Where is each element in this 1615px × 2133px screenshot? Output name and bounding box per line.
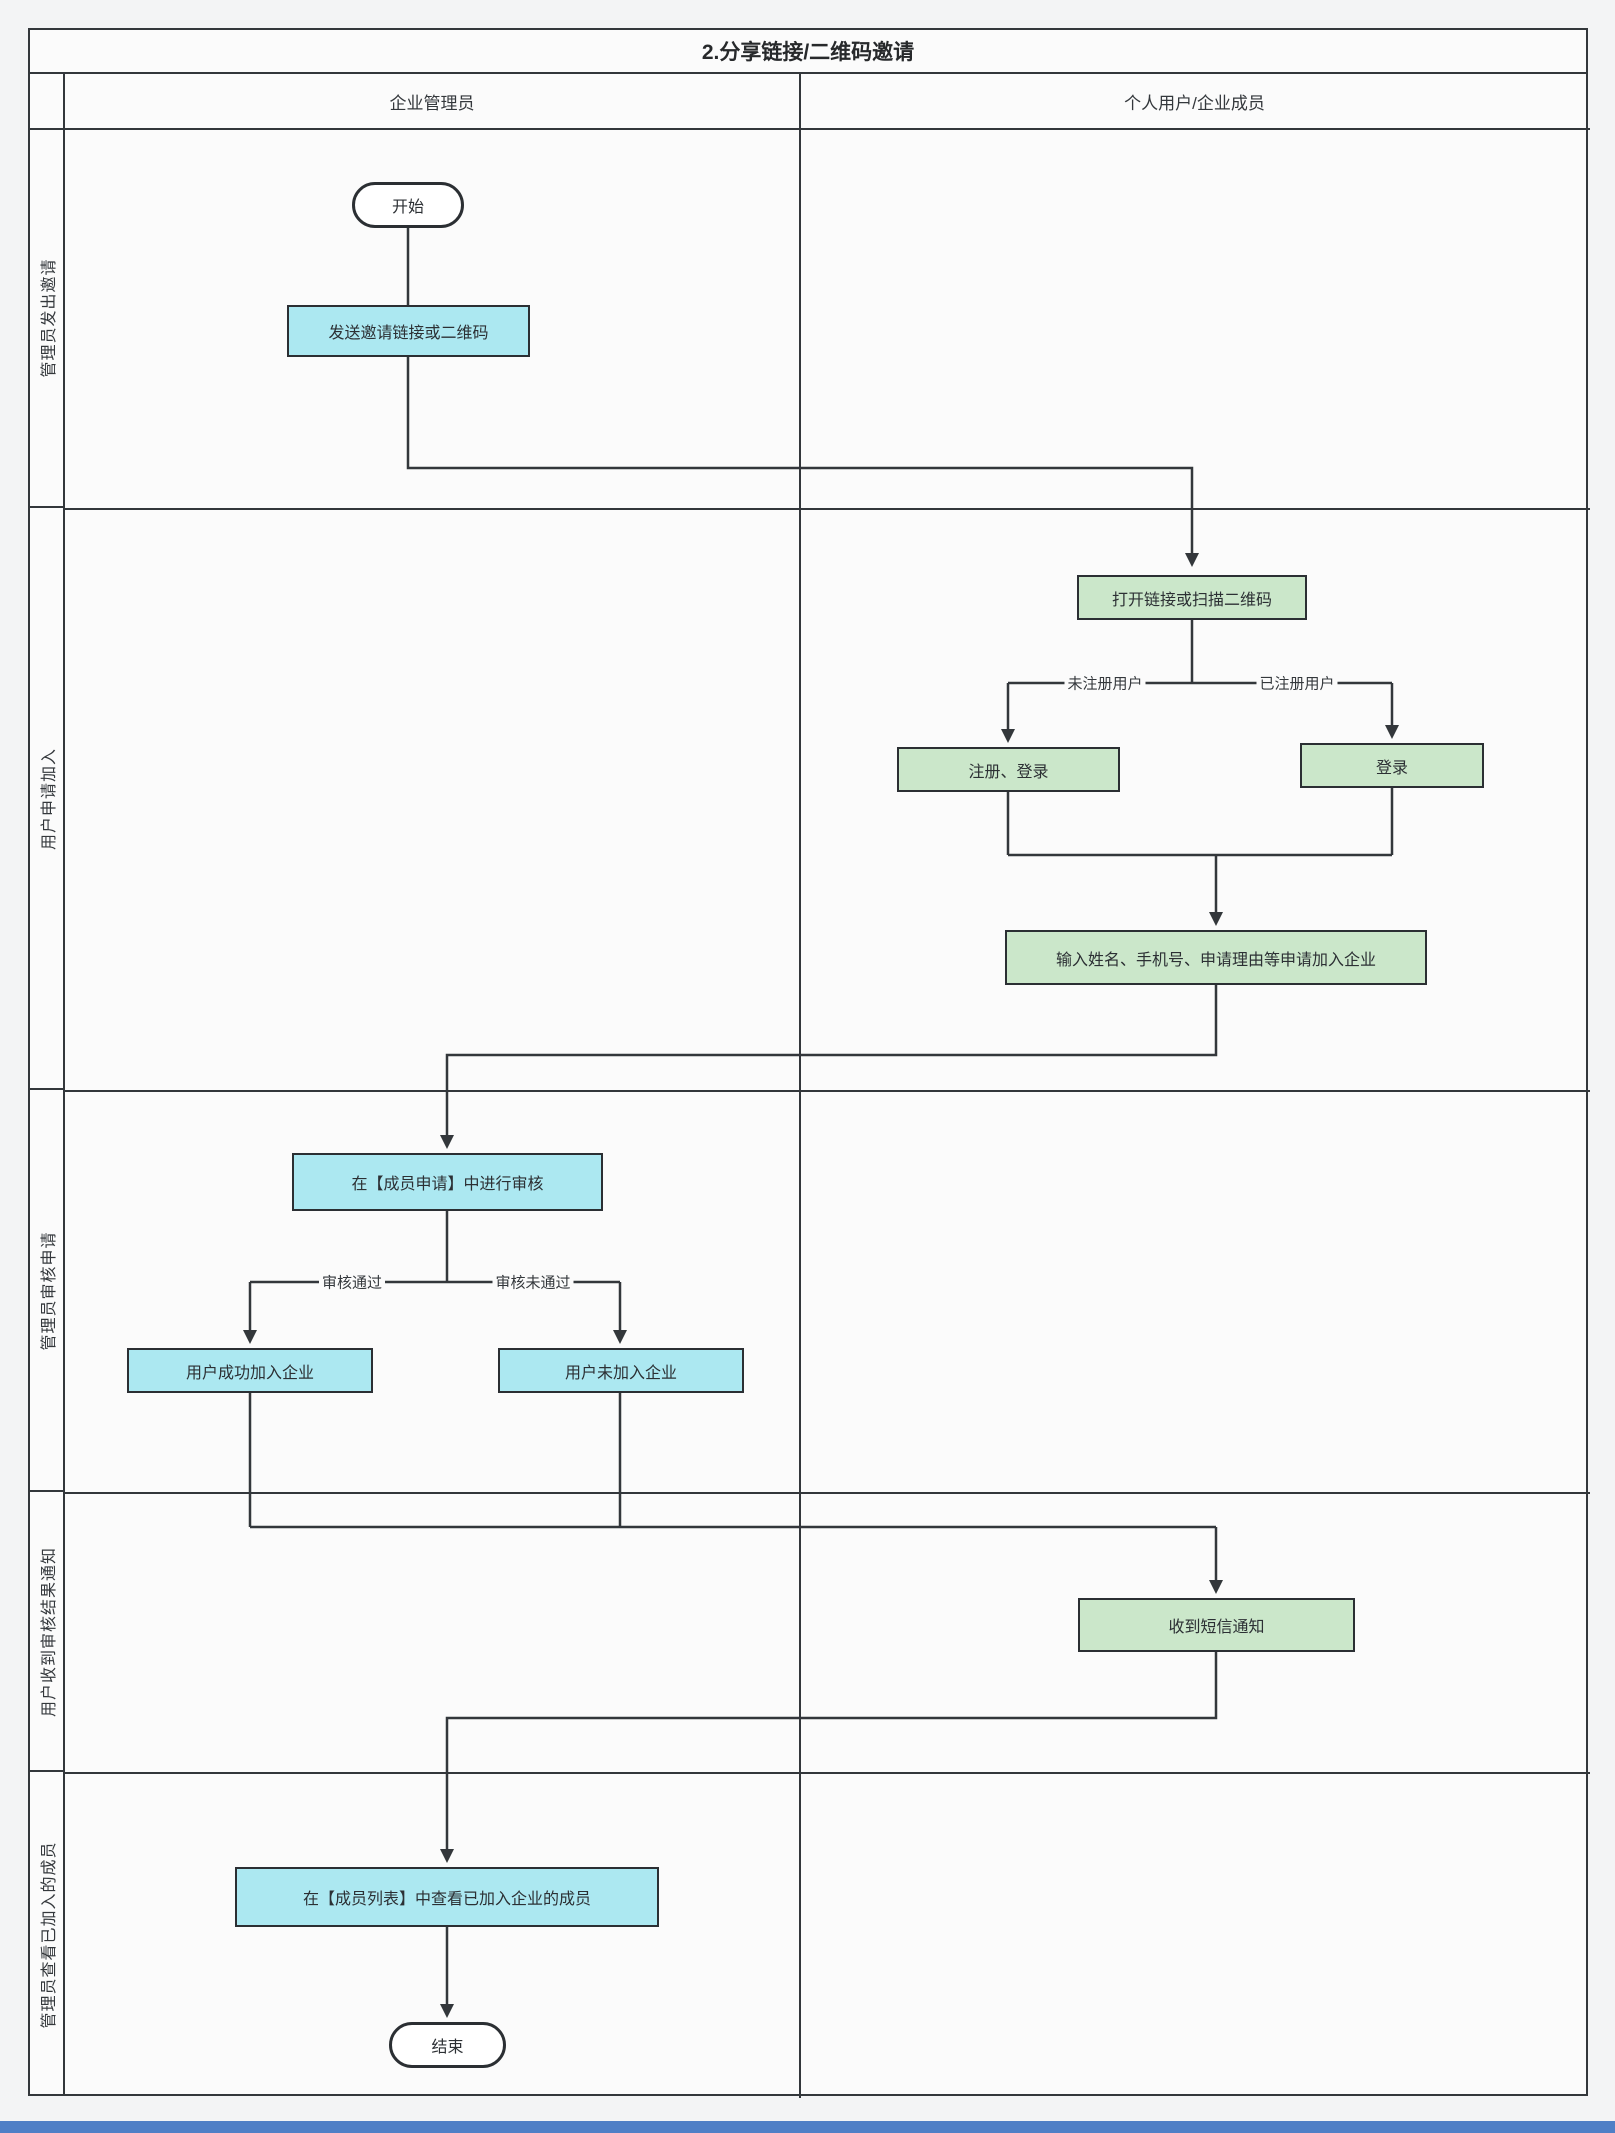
lane-row-3: 管理员审核申请 (30, 1092, 63, 1492)
node-user-joined: 用户成功加入企业 (127, 1348, 373, 1393)
flow-connectors (243, 228, 1399, 2018)
row-divider-3 (65, 1492, 1590, 1494)
row-divider-1 (65, 508, 1590, 510)
node-user-not-joined: 用户未加入企业 (498, 1348, 744, 1393)
node-start: 开始 (352, 182, 464, 228)
lane-label-invite: 管理员发出邀请 (40, 258, 58, 378)
diagram-title: 2.分享链接/二维码邀请 (30, 30, 1586, 74)
lane-label-notify: 用户收到审核结果通知 (40, 1546, 58, 1718)
edge-label-unregistered: 未注册用户 (1064, 672, 1146, 694)
node-login: 登录 (1300, 743, 1484, 788)
node-send-invite: 发送邀请链接或二维码 (287, 305, 530, 357)
lane-header-spacer (30, 74, 63, 130)
row-divider-2 (65, 1090, 1590, 1092)
bottom-accent-bar (0, 2121, 1615, 2133)
node-register-login: 注册、登录 (897, 747, 1120, 792)
edge-label-rejected: 审核未通过 (492, 1271, 574, 1293)
column-header-user: 个人用户/企业成员 (799, 74, 1590, 130)
lane-label-view-members: 管理员查看已加入的成员 (40, 1841, 58, 2029)
node-open-link: 打开链接或扫描二维码 (1077, 575, 1307, 620)
node-view-member-list: 在【成员列表】中查看已加入企业的成员 (235, 1867, 659, 1927)
lane-label-review: 管理员审核申请 (40, 1231, 58, 1351)
column-header-admin: 企业管理员 (65, 74, 799, 130)
node-sms-notice: 收到短信通知 (1078, 1598, 1355, 1652)
edge-label-approved: 审核通过 (318, 1271, 386, 1293)
lane-row-1: 管理员发出邀请 (30, 130, 63, 508)
lane-label-apply: 用户申请加入 (40, 747, 58, 851)
flowchart-frame: 2.分享链接/二维码邀请 企业管理员 个人用户/企业成员 管理员发出邀请 用户申… (28, 28, 1590, 2098)
row-divider-4 (65, 1772, 1590, 1774)
lane-label-strip: 管理员发出邀请 用户申请加入 管理员审核申请 用户收到审核结果通知 管理员查看已… (30, 74, 65, 2096)
edge-label-registered: 已注册用户 (1256, 672, 1338, 694)
node-end: 结束 (389, 2022, 506, 2068)
node-review-application: 在【成员申请】中进行审核 (292, 1153, 603, 1211)
lane-row-2: 用户申请加入 (30, 510, 63, 1090)
lane-row-5: 管理员查看已加入的成员 (30, 1774, 63, 2096)
lane-row-4: 用户收到审核结果通知 (30, 1494, 63, 1772)
column-divider (799, 74, 801, 2098)
node-input-apply: 输入姓名、手机号、申请理由等申请加入企业 (1005, 930, 1427, 985)
